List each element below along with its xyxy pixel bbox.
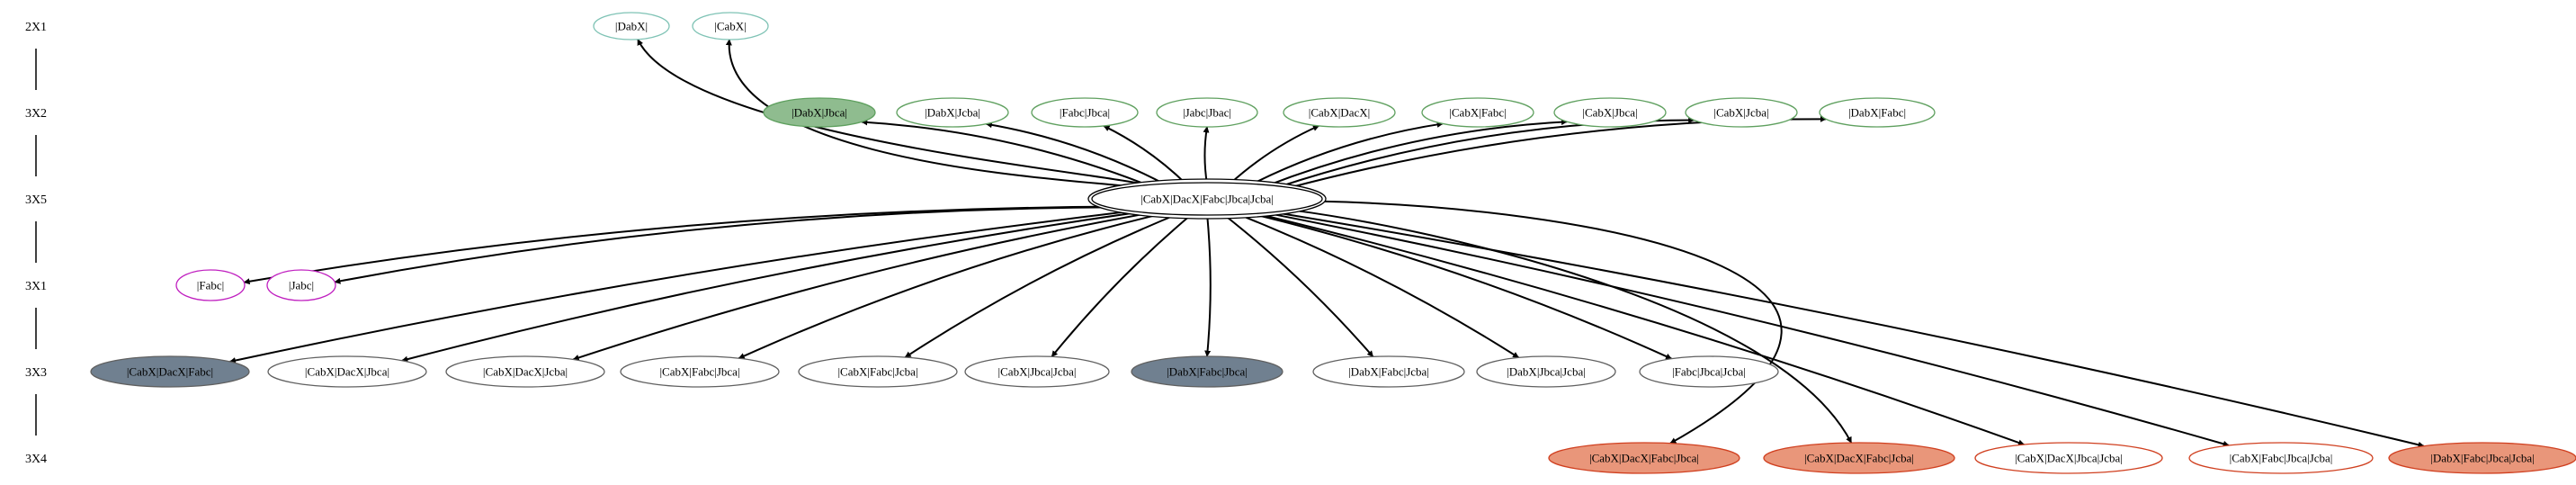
node-label: |DabX|Jcba| — [925, 106, 980, 120]
level-label: 3X2 — [25, 107, 47, 121]
edge-cabx_dacx_jbca_jcba — [1251, 211, 2025, 446]
node-dabx-fabc-jbca[interactable]: |DabX|Fabc|Jbca| — [1131, 355, 1284, 388]
node-jabc-jbac[interactable]: |Jabc|Jbac| — [1156, 97, 1258, 128]
node-cabx-fabc-jbca-jcba[interactable]: |CabX|Fabc|Jbca|Jcba| — [2188, 442, 2374, 474]
node-label: |DabX|Jbca|Jcba| — [1507, 365, 1586, 379]
node-fabc-jbca[interactable]: |Fabc|Jbca| — [1031, 97, 1139, 128]
node-label: |CabX|DacX|Fabc|Jbca|Jcba| — [1140, 193, 1274, 206]
edge-cabx_jbca_jcba — [1051, 212, 1194, 357]
node-jabc[interactable]: |Jabc| — [266, 269, 336, 301]
node-cabx-jcba[interactable]: |CabX|Jcba| — [1685, 97, 1798, 128]
level-label: 3X3 — [25, 366, 47, 380]
level-axis: 2X1 3X2 3X5 3X1 3X3 3X4 — [25, 21, 47, 466]
edge-cabx_fabc_jbca_jcba — [1260, 211, 2230, 447]
edge-jabc — [334, 206, 1120, 284]
edge-cabx_dacx — [1229, 124, 1319, 185]
node-label: |DabX|Jbca| — [792, 106, 847, 120]
node-cabx-dacx-fabc-jbca[interactable]: |CabX|DacX|Fabc|Jbca| — [1548, 442, 1740, 474]
node-label: |CabX|DacX|Jbca| — [305, 365, 389, 379]
node-cabx-jbca[interactable]: |CabX|Jbca| — [1553, 97, 1667, 128]
edge-jabc_jbac — [1203, 126, 1210, 184]
edge-cabx_dacx_fabc — [228, 209, 1140, 364]
node-center[interactable]: |CabX|DacX|Fabc|Jbca|Jcba| — [1087, 178, 1327, 220]
node-label: |DabX|Fabc|Jbca|Jcba| — [2430, 452, 2535, 465]
node-dabx-jcba[interactable]: |DabX|Jcba| — [896, 97, 1009, 128]
node-label: |CabX|Jbca| — [1582, 106, 1637, 120]
node-fabc-jbca-jcba[interactable]: |Fabc|Jbca|Jcba| — [1639, 355, 1779, 388]
node-label: |DabX| — [615, 20, 648, 33]
node-label: |CabX|DacX|Jbca|Jcba| — [2015, 452, 2123, 465]
edge-cabx_dacx_jcba — [572, 211, 1157, 361]
node-cabx-dacx-fabc-jcba[interactable]: |CabX|DacX|Fabc|Jcba| — [1763, 442, 1955, 474]
node-cabx-dacx-fabc[interactable]: |CabX|DacX|Fabc| — [90, 355, 250, 388]
node-label: |CabX|DacX| — [1309, 106, 1370, 120]
node-label: |CabX|Jbca|Jcba| — [998, 365, 1077, 379]
node-label: |Fabc|Jbca| — [1060, 106, 1110, 120]
node-label: |CabX|DacX|Fabc| — [127, 365, 213, 379]
node-cabx-dacx-jcba[interactable]: |CabX|DacX|Jcba| — [445, 355, 605, 388]
edge-dabx_jbca_jcba — [1234, 212, 1519, 359]
node-cabx[interactable]: |CabX| — [692, 12, 769, 40]
edge-dabx_fabc_jbca — [1204, 213, 1212, 357]
node-cabx-dacx[interactable]: |CabX|DacX| — [1283, 97, 1396, 128]
node-label: |CabX|Fabc|Jcba| — [837, 365, 917, 379]
node-label: |DabX|Fabc|Jbca| — [1167, 365, 1248, 379]
edge-cabx_dacx_fabc_jcba — [1291, 209, 1853, 444]
node-cabx-dacx-jbca[interactable]: |CabX|DacX|Jbca| — [267, 355, 427, 388]
node-cabx-fabc[interactable]: |CabX|Fabc| — [1421, 97, 1534, 128]
edge-fabc_jbca_jcba — [1247, 211, 1673, 360]
node-label: |Fabc|Jbca|Jcba| — [1672, 365, 1746, 379]
node-label: |Jabc| — [289, 279, 314, 292]
level-label: 3X4 — [25, 453, 47, 466]
node-label: |CabX|DacX|Jcba| — [483, 365, 568, 379]
edge-dabx_jcba — [985, 121, 1167, 186]
node-cabx-jbca-jcba[interactable]: |CabX|Jbca|Jcba| — [964, 355, 1110, 388]
node-label: |DabX|Fabc| — [1848, 106, 1906, 120]
node-dabx-jbca[interactable]: |DabX|Jbca| — [763, 97, 876, 128]
node-dabx-fabc-jcba[interactable]: |DabX|Fabc|Jcba| — [1312, 355, 1465, 388]
edge-cabx_jbca — [1265, 119, 1568, 188]
edge-fabc_jbca — [1103, 125, 1187, 185]
edge-cabx_fabc_jcba — [904, 212, 1180, 358]
node-label: |Jabc|Jbac| — [1183, 106, 1231, 120]
node-dabx-jbca-jcba[interactable]: |DabX|Jbca|Jcba| — [1476, 355, 1616, 388]
node-label: |CabX|Fabc| — [1449, 106, 1506, 120]
edges — [228, 39, 2425, 448]
edge-dabx_fabc_jcba — [1221, 212, 1374, 358]
edge-dabx_fabc_jbca_jcba — [1266, 210, 2425, 448]
node-label: |CabX|Fabc|Jbca|Jcba| — [2230, 452, 2333, 465]
node-dabx-fabc[interactable]: |DabX|Fabc| — [1819, 97, 1936, 128]
node-cabx-fabc-jcba[interactable]: |CabX|Fabc|Jcba| — [798, 355, 958, 388]
node-label: |CabX|DacX|Fabc|Jcba| — [1804, 452, 1914, 465]
edge-dabx — [637, 39, 1149, 186]
node-label: |CabX| — [714, 20, 747, 33]
node-dabx[interactable]: |DabX| — [593, 12, 670, 40]
edge-cabx — [725, 39, 1131, 188]
nodes: |DabX| |CabX| |DabX|Jbca| |DabX|Jcba| |Fabc|… — [90, 12, 2576, 474]
level-label: 2X1 — [25, 21, 47, 34]
node-fabc[interactable]: |Fabc| — [175, 269, 246, 301]
node-label: |Fabc| — [197, 279, 224, 292]
node-label: |DabX|Fabc|Jcba| — [1348, 365, 1429, 379]
level-label: 3X1 — [25, 280, 47, 293]
edge-dabx_jbca — [861, 119, 1151, 187]
edge-cabx_dacx_jbca — [401, 210, 1147, 363]
edge-fabc — [243, 205, 1117, 285]
node-label: |CabX|DacX|Fabc|Jbca| — [1589, 452, 1699, 465]
node-cabx-fabc-jbca[interactable]: |CabX|Fabc|Jbca| — [620, 355, 780, 388]
node-label: |CabX|Jcba| — [1713, 106, 1768, 120]
edge-cabx_fabc — [1249, 121, 1444, 186]
node-dabx-fabc-jbca-jcba[interactable]: |DabX|Fabc|Jbca|Jcba| — [2388, 442, 2576, 474]
node-cabx-dacx-jbca-jcba[interactable]: |CabX|DacX|Jbca|Jcba| — [1974, 442, 2163, 474]
node-label: |CabX|Fabc|Jbca| — [659, 365, 739, 379]
level-label: 3X5 — [25, 193, 47, 207]
edge-cabx_fabc_jbca — [738, 211, 1167, 360]
